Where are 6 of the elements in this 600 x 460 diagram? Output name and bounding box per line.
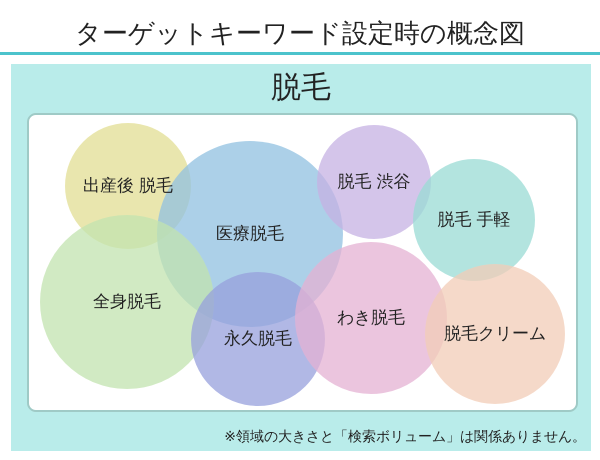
- diagram-title: ターゲットキーワード設定時の概念図: [75, 18, 525, 50]
- panel-heading: 脱毛: [271, 70, 331, 105]
- footnote: ※領域の大きさと「検索ボリューム」は関係ありません。: [224, 428, 586, 447]
- keyword-circle: 脱毛クリーム: [425, 264, 565, 404]
- category-panel: [11, 64, 591, 451]
- content-box: [27, 113, 578, 412]
